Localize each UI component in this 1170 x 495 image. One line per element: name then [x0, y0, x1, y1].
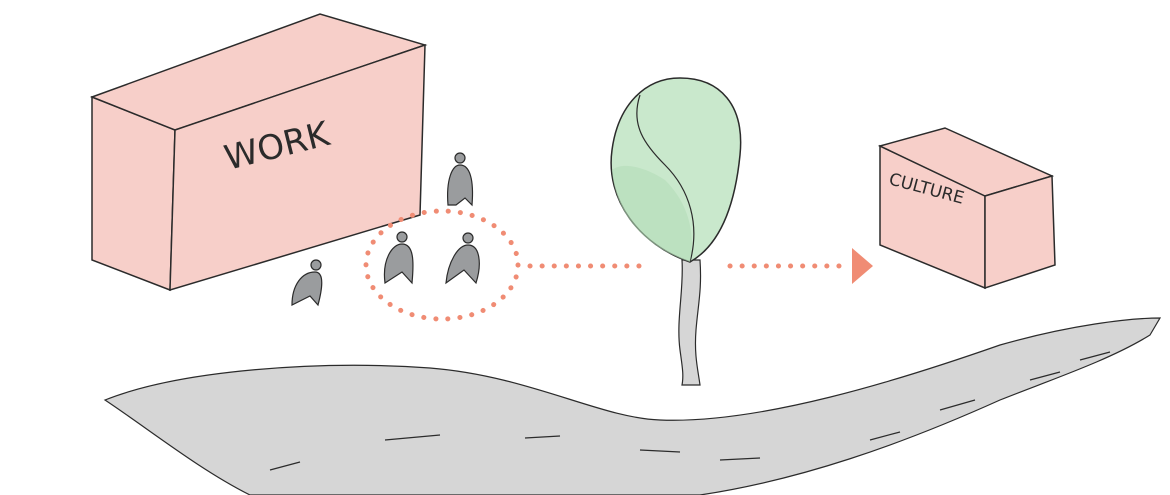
road-icon — [105, 318, 1160, 495]
building-icon — [880, 128, 1055, 288]
tree-icon — [611, 78, 741, 385]
person-icon — [292, 260, 322, 305]
culture-building: CULTURE — [880, 128, 1055, 288]
person-icon — [446, 233, 479, 283]
person-icon — [448, 153, 473, 205]
person-icon — [384, 232, 413, 283]
work-building: WORK — [92, 14, 425, 290]
